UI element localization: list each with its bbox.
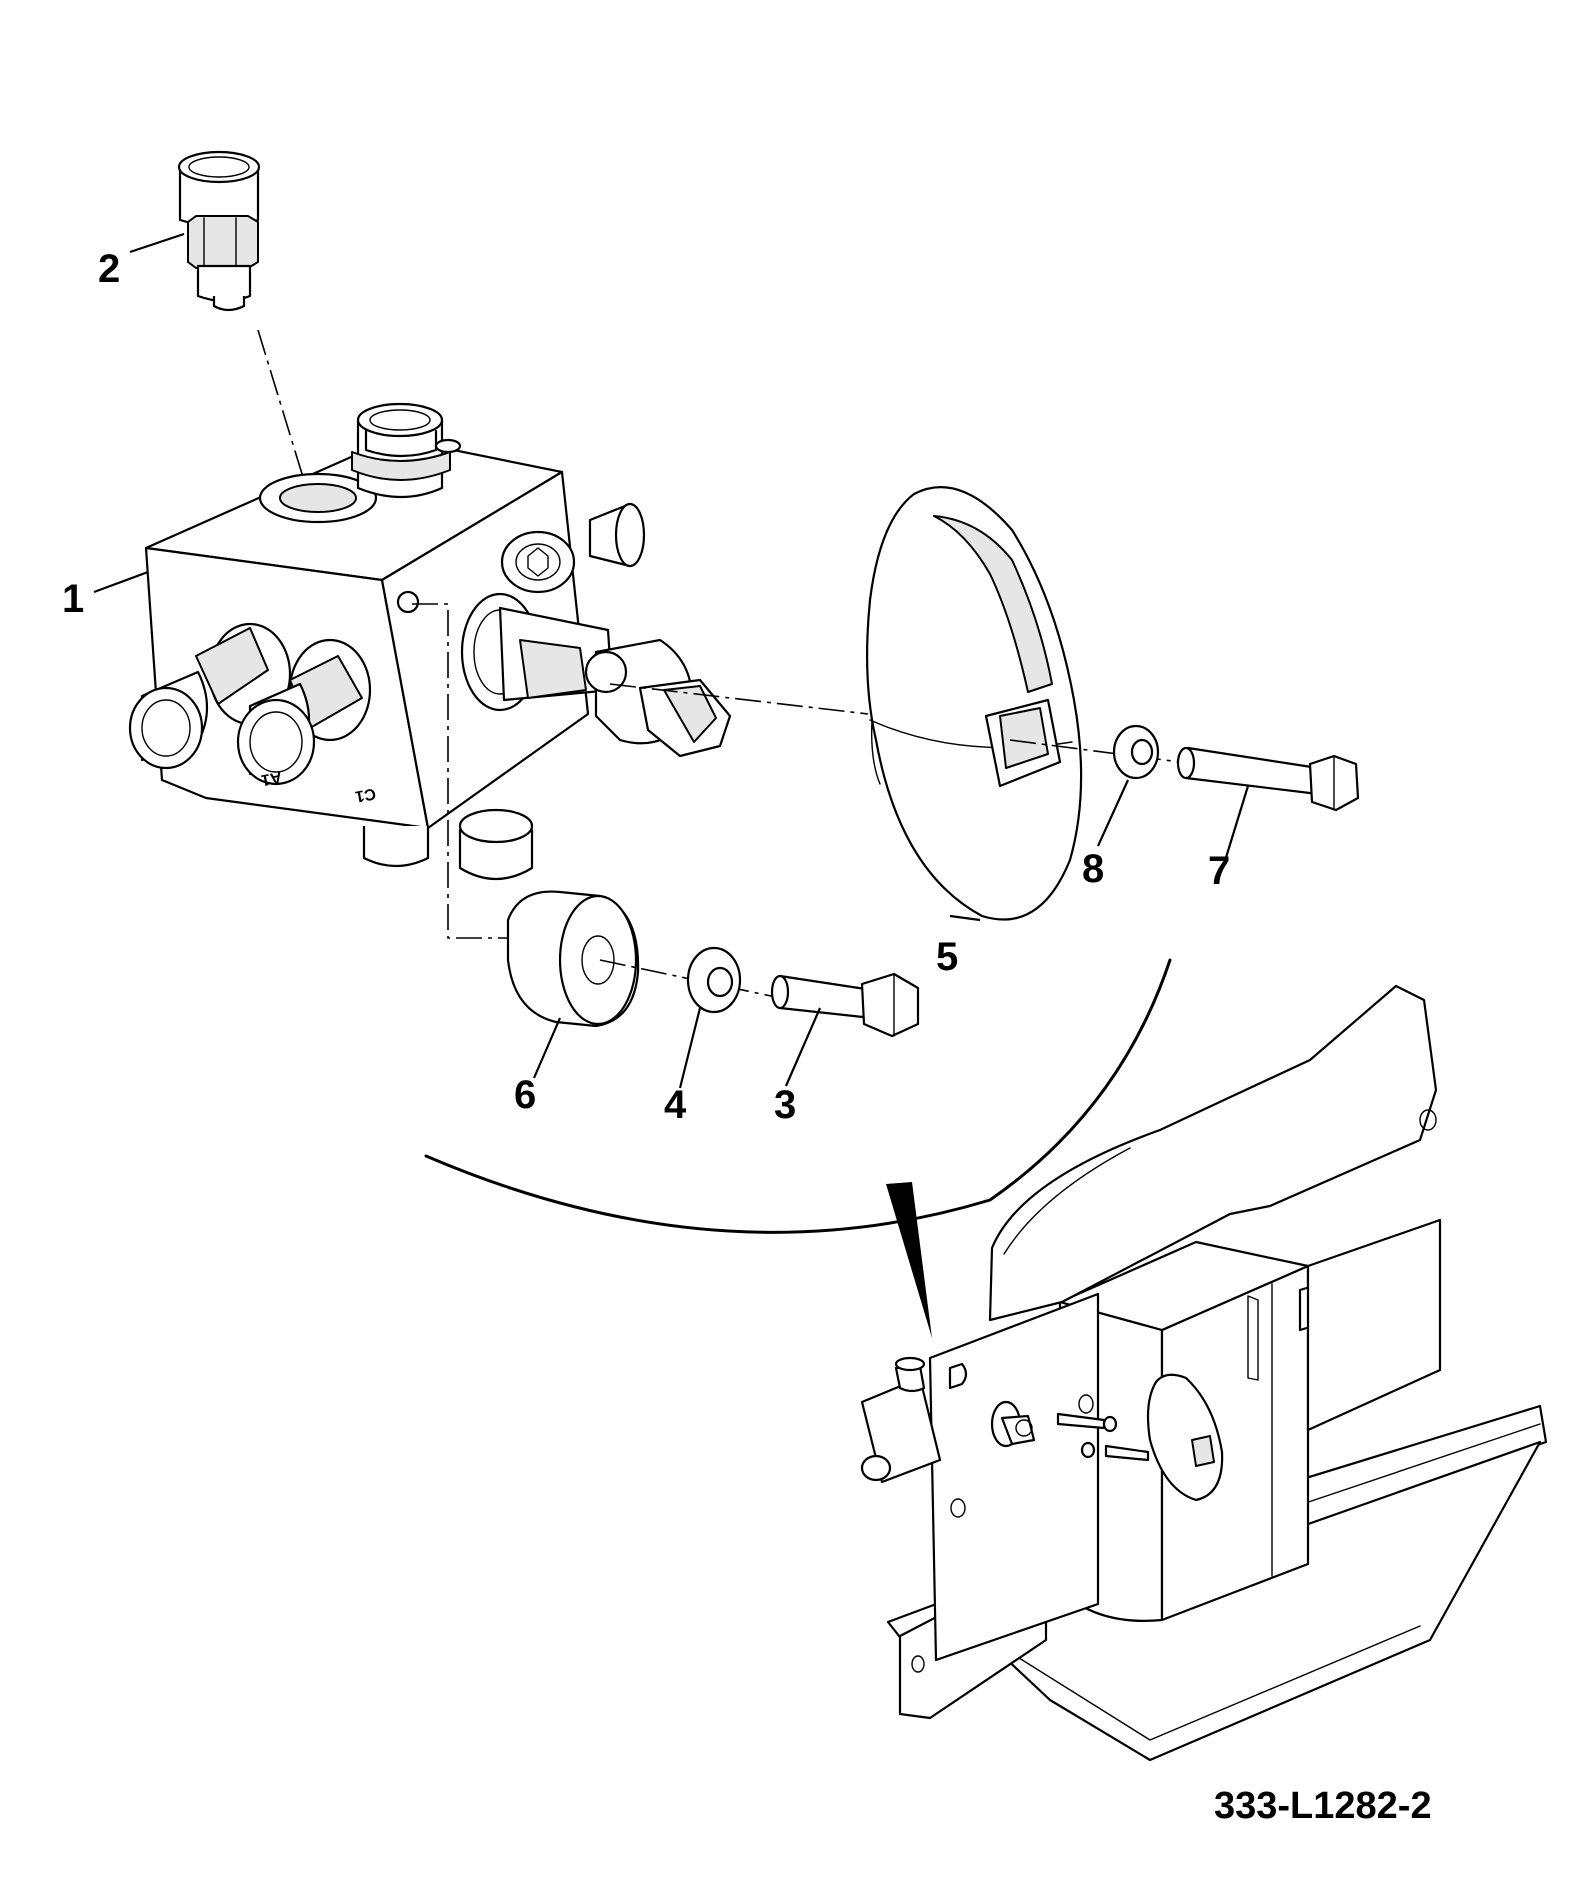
valve-fitting-right [236,638,372,786]
callout-2: 2 [98,247,120,291]
assembly-axis-2 [257,329,311,501]
callout-4: 4 [664,1083,687,1127]
knob-part-5 [866,486,1083,921]
detail-pointer-icon [886,1182,932,1338]
assembly-axis-knob [609,683,869,715]
bolt-part-3 [770,972,920,1038]
fitting-part-2 [177,150,261,312]
leader-lines [93,232,1250,1089]
mounting-bracket-inset [860,984,1548,1762]
callout-3: 3 [774,1083,796,1127]
callout-7: 7 [1208,849,1230,893]
port-stamp-c1: C1 [354,784,377,804]
spacer-part-6 [506,890,640,1028]
drawing-reference-code: 333-L1282-2 [1214,1785,1432,1827]
valve-fitting-left [128,622,292,770]
washer-part-8 [1112,724,1160,780]
valve-shaft-assembly [460,592,732,758]
callout-labels: 2 1 5 8 7 6 4 3 [62,247,1230,1127]
port-stamp-a1: A1 [260,768,283,788]
callout-8: 8 [1082,847,1104,891]
washer-part-4 [686,946,742,1014]
callout-6: 6 [514,1073,536,1117]
detail-arc [424,958,1172,1338]
valve-block-part-1: A1 C1 [128,402,732,880]
bolt-part-7 [1176,746,1360,812]
callout-1: 1 [62,577,84,621]
assembly-axis-6 [412,603,510,939]
callout-5: 5 [936,935,958,979]
